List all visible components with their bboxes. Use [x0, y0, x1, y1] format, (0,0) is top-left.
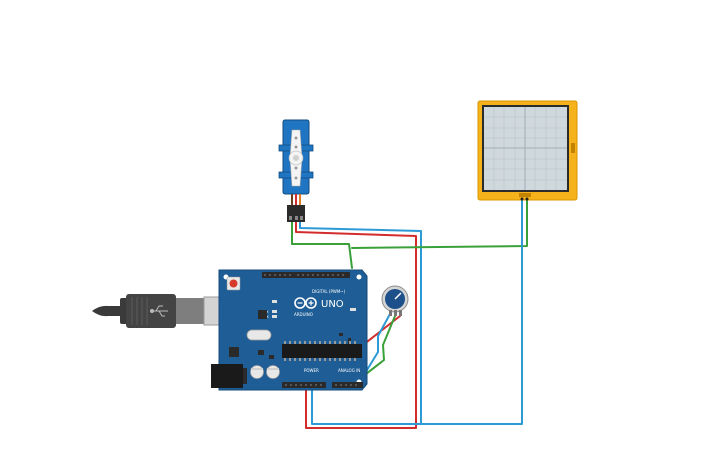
- capacitors: [250, 365, 280, 379]
- crystal: [246, 329, 272, 341]
- usb-chip: [258, 310, 267, 319]
- l-led: [272, 300, 277, 303]
- arduino-logo: [294, 297, 317, 309]
- on-led: [350, 308, 356, 311]
- wire-servo-power[interactable]: [295, 221, 417, 429]
- servo-horn[interactable]: [288, 129, 304, 187]
- voltage-regulator: [229, 347, 239, 357]
- usb-cable[interactable]: [92, 294, 241, 328]
- touchpad-sensor[interactable]: [477, 100, 578, 201]
- touchpad-grid: [484, 107, 567, 190]
- usb-icon: [150, 305, 168, 317]
- power-label: POWER: [304, 368, 319, 373]
- digital-header[interactable]: [262, 272, 350, 278]
- arduino-uno-board[interactable]: DIGITAL (PWM~) UNO ARDUINO TX RX: [211, 269, 368, 391]
- bottom-header[interactable]: [282, 382, 363, 388]
- wire-servo-signal[interactable]: [299, 221, 422, 425]
- uno-label: UNO: [321, 299, 344, 310]
- digital-label: DIGITAL (PWM~): [312, 289, 346, 294]
- wire-touchpad-green[interactable]: [351, 199, 528, 249]
- servo-motor[interactable]: [278, 119, 314, 222]
- digital-header-pins: [264, 274, 344, 276]
- bottom-header-pins: [285, 384, 357, 386]
- tx-led: [272, 310, 277, 313]
- wire-touchpad-blue[interactable]: [419, 199, 523, 425]
- wire-servo-green[interactable]: [291, 221, 353, 269]
- dc-jack[interactable]: [211, 364, 247, 388]
- microcontroller-chip: [282, 341, 362, 361]
- rx-led: [272, 315, 277, 318]
- potentiometer[interactable]: [381, 285, 409, 316]
- brand-label: ARDUINO: [294, 312, 313, 317]
- analog-label: ANALOG IN: [338, 368, 360, 373]
